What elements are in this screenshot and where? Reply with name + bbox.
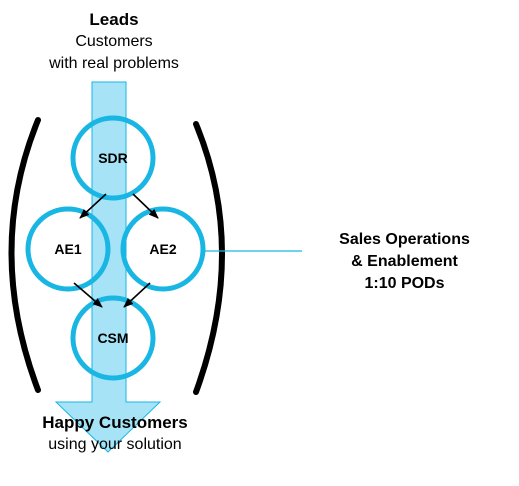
flow-arrow bbox=[54, 81, 162, 453]
sdr-node bbox=[70, 115, 156, 201]
left-bracket bbox=[8, 117, 41, 393]
side-label-line2: & Enablement bbox=[351, 253, 458, 270]
right-bracket bbox=[193, 121, 225, 395]
ae2-node bbox=[120, 206, 206, 292]
side-label-line3: 1:10 PODs bbox=[364, 275, 445, 292]
edge-sdr-ae2 bbox=[132, 193, 159, 219]
csm-node bbox=[70, 295, 156, 381]
bottom-label: Happy Customers using your solution bbox=[20, 412, 210, 456]
ae1-node bbox=[25, 206, 111, 292]
csm-label: CSM bbox=[97, 330, 128, 346]
sdr-label: SDR bbox=[98, 150, 128, 166]
top-label: Leads Customers with real problems bbox=[24, 9, 204, 75]
side-label-line1: Sales Operations bbox=[339, 231, 470, 248]
ae1-label: AE1 bbox=[54, 241, 81, 257]
edge-sdr-ae1 bbox=[79, 193, 107, 219]
top-label-line2: with real problems bbox=[49, 55, 179, 72]
top-label-line1: Customers bbox=[75, 33, 153, 50]
bottom-label-title: Happy Customers bbox=[42, 413, 188, 432]
bottom-label-line1: using your solution bbox=[48, 436, 182, 453]
ae2-label: AE2 bbox=[149, 241, 176, 257]
edge-ae2-csm bbox=[123, 282, 151, 308]
edge-ae1-csm bbox=[73, 282, 103, 308]
side-label: Sales Operations & Enablement 1:10 PODs bbox=[312, 229, 497, 295]
top-label-title: Leads bbox=[89, 10, 139, 29]
